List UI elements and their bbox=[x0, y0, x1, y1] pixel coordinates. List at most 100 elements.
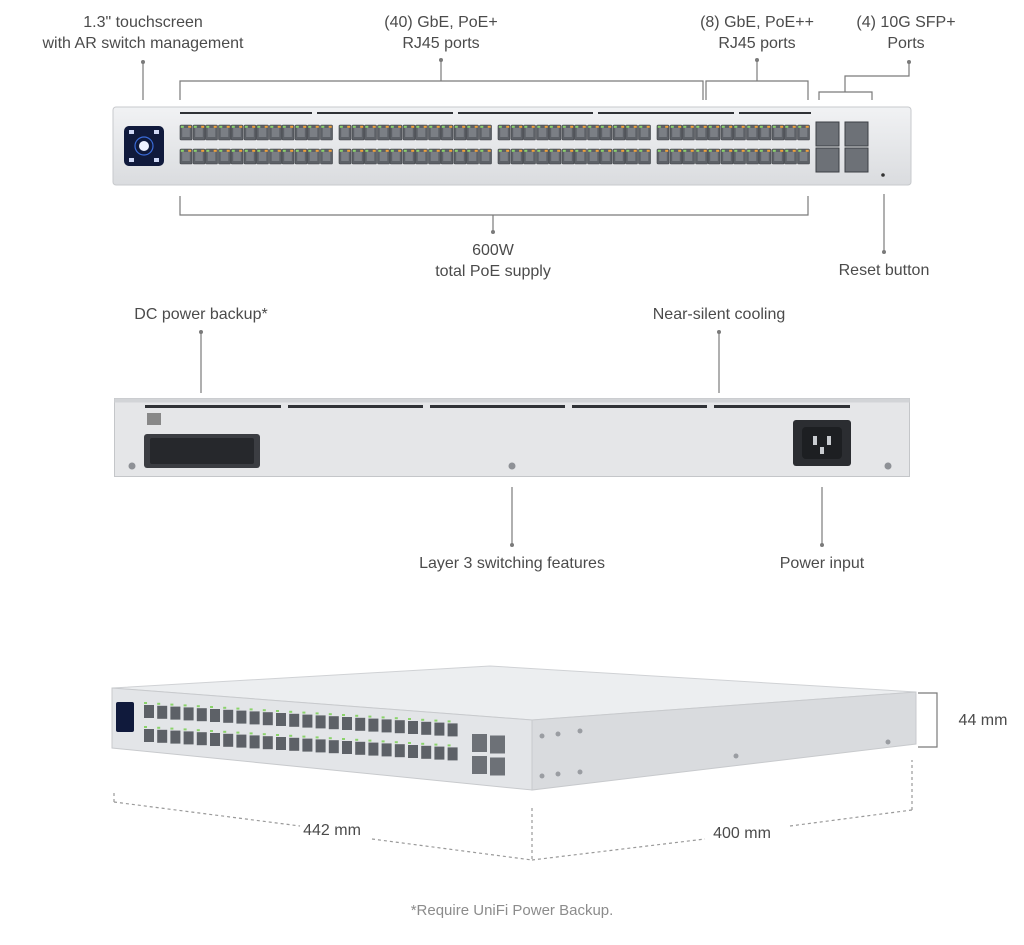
rj45-port[interactable] bbox=[497, 124, 511, 141]
rj45-port[interactable] bbox=[428, 124, 441, 141]
rj45-port[interactable] bbox=[402, 148, 416, 165]
rj45-port[interactable] bbox=[269, 148, 282, 165]
rj45-port[interactable] bbox=[510, 124, 524, 141]
rj45-port[interactable] bbox=[574, 148, 587, 165]
rj45-port[interactable] bbox=[466, 148, 479, 165]
rj45-port[interactable] bbox=[638, 148, 651, 165]
rj45-port[interactable] bbox=[797, 124, 810, 141]
rj45-port[interactable] bbox=[479, 124, 492, 141]
rj45-port[interactable] bbox=[351, 148, 365, 165]
rj45-port[interactable] bbox=[669, 124, 683, 141]
rj45-port[interactable] bbox=[733, 148, 746, 165]
reset-pinhole[interactable] bbox=[881, 173, 885, 177]
rj45-port[interactable] bbox=[243, 148, 257, 165]
rj45-port[interactable] bbox=[351, 124, 365, 141]
rj45-port[interactable] bbox=[294, 148, 308, 165]
rj45-port[interactable] bbox=[179, 124, 193, 141]
rj45-port[interactable] bbox=[599, 124, 613, 141]
rj45-port[interactable] bbox=[428, 148, 441, 165]
rj45-port[interactable] bbox=[561, 124, 575, 141]
rj45-port[interactable] bbox=[548, 148, 562, 165]
rj45-port[interactable] bbox=[758, 148, 772, 165]
rj45-port[interactable] bbox=[243, 124, 257, 141]
rj45-port[interactable] bbox=[497, 148, 511, 165]
iso-rj45-port bbox=[355, 717, 366, 731]
rj45-port[interactable] bbox=[612, 124, 626, 141]
rj45-port[interactable] bbox=[536, 148, 549, 165]
rj45-port[interactable] bbox=[269, 124, 282, 141]
rj45-port[interactable] bbox=[338, 124, 352, 141]
rj45-port[interactable] bbox=[466, 124, 479, 141]
rj45-port[interactable] bbox=[415, 148, 428, 165]
rj45-port[interactable] bbox=[784, 148, 797, 165]
rj45-port[interactable] bbox=[758, 124, 772, 141]
rj45-port[interactable] bbox=[656, 124, 670, 141]
rj45-port[interactable] bbox=[256, 124, 269, 141]
rj45-port[interactable] bbox=[377, 148, 390, 165]
rj45-port[interactable] bbox=[625, 124, 638, 141]
rj45-port[interactable] bbox=[656, 148, 670, 165]
touchscreen-display[interactable] bbox=[124, 126, 164, 166]
rj45-port[interactable] bbox=[784, 124, 797, 141]
rj45-port[interactable] bbox=[230, 124, 244, 141]
rj45-port[interactable] bbox=[453, 148, 467, 165]
rj45-port[interactable] bbox=[453, 124, 467, 141]
rj45-port[interactable] bbox=[638, 124, 651, 141]
rj45-port[interactable] bbox=[682, 124, 695, 141]
rj45-port[interactable] bbox=[746, 124, 759, 141]
rj45-port[interactable] bbox=[320, 148, 333, 165]
rj45-port[interactable] bbox=[402, 124, 416, 141]
rj45-port[interactable] bbox=[440, 124, 454, 141]
rj45-port[interactable] bbox=[479, 148, 492, 165]
rj45-port[interactable] bbox=[599, 148, 613, 165]
rj45-port[interactable] bbox=[587, 124, 600, 141]
rj45-port[interactable] bbox=[389, 148, 403, 165]
rj45-port[interactable] bbox=[720, 124, 734, 141]
rj45-port[interactable] bbox=[536, 124, 549, 141]
rj45-port[interactable] bbox=[440, 148, 454, 165]
rj45-port[interactable] bbox=[771, 124, 785, 141]
rj45-port[interactable] bbox=[192, 124, 206, 141]
rj45-port[interactable] bbox=[682, 148, 695, 165]
rj45-port[interactable] bbox=[364, 148, 377, 165]
rj45-port[interactable] bbox=[625, 148, 638, 165]
rj45-port[interactable] bbox=[281, 148, 295, 165]
rj45-port[interactable] bbox=[205, 148, 218, 165]
rj45-port[interactable] bbox=[523, 148, 536, 165]
rj45-port[interactable] bbox=[179, 148, 193, 165]
rj45-port[interactable] bbox=[320, 124, 333, 141]
rj45-port[interactable] bbox=[548, 124, 562, 141]
rj45-port[interactable] bbox=[574, 124, 587, 141]
rj45-port[interactable] bbox=[720, 148, 734, 165]
rj45-port[interactable] bbox=[307, 148, 320, 165]
rj45-port[interactable] bbox=[669, 148, 683, 165]
rj45-port[interactable] bbox=[510, 148, 524, 165]
rj45-port[interactable] bbox=[523, 124, 536, 141]
rj45-port[interactable] bbox=[338, 148, 352, 165]
rj45-port[interactable] bbox=[707, 124, 721, 141]
rj45-port[interactable] bbox=[192, 148, 206, 165]
rj45-port[interactable] bbox=[746, 148, 759, 165]
rj45-port[interactable] bbox=[218, 124, 231, 141]
rj45-port[interactable] bbox=[256, 148, 269, 165]
rj45-port[interactable] bbox=[294, 124, 308, 141]
rj45-port[interactable] bbox=[733, 124, 746, 141]
rj45-port[interactable] bbox=[377, 124, 390, 141]
iso-port-led bbox=[421, 718, 425, 721]
rj45-port[interactable] bbox=[612, 148, 626, 165]
rj45-port[interactable] bbox=[771, 148, 785, 165]
rj45-port[interactable] bbox=[695, 148, 708, 165]
rj45-port[interactable] bbox=[695, 124, 708, 141]
rj45-port[interactable] bbox=[561, 148, 575, 165]
rj45-port[interactable] bbox=[364, 124, 377, 141]
rj45-port[interactable] bbox=[415, 124, 428, 141]
rj45-port[interactable] bbox=[307, 124, 320, 141]
rj45-port[interactable] bbox=[797, 148, 810, 165]
rj45-port[interactable] bbox=[230, 148, 244, 165]
rj45-port[interactable] bbox=[587, 148, 600, 165]
rj45-port[interactable] bbox=[281, 124, 295, 141]
rj45-port[interactable] bbox=[389, 124, 403, 141]
rj45-port[interactable] bbox=[707, 148, 721, 165]
rj45-port[interactable] bbox=[205, 124, 218, 141]
rj45-port[interactable] bbox=[218, 148, 231, 165]
